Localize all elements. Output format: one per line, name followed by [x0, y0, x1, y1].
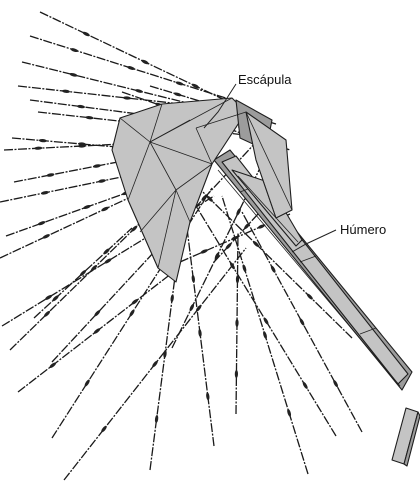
fiber-node	[62, 89, 70, 93]
fiber-node	[225, 242, 233, 250]
fiber-node	[200, 248, 209, 254]
fiber-node	[84, 379, 91, 387]
fiber-node	[206, 195, 214, 203]
fiber-node	[163, 350, 167, 358]
fiber-node	[189, 303, 195, 312]
fiber-node	[242, 264, 247, 273]
fiber-node	[206, 392, 210, 400]
fiber-node	[235, 319, 238, 327]
fiber-node	[175, 81, 184, 86]
fiber-node	[39, 139, 47, 143]
fiber-node	[235, 208, 241, 217]
fiber-node	[93, 309, 101, 317]
fiber-node	[170, 294, 174, 302]
fiber-node	[286, 409, 291, 418]
fiber-node	[46, 173, 54, 178]
fiber-node	[93, 164, 101, 169]
fiber-node	[135, 88, 144, 93]
fiber-node	[102, 248, 110, 256]
fiber-node	[257, 223, 266, 229]
fiber-node	[191, 275, 195, 283]
fiber-node	[151, 360, 158, 368]
fiber-node	[77, 104, 85, 108]
fiber-node	[141, 59, 150, 65]
fiber-node	[37, 220, 46, 226]
fiber-node	[93, 327, 101, 334]
fiber-node	[69, 72, 78, 77]
fiber-node	[41, 190, 49, 195]
fiber-node	[42, 233, 51, 239]
fiber-node	[154, 415, 158, 423]
fiber-node	[100, 425, 107, 433]
fiber-node	[85, 116, 93, 120]
distal-bone-end	[392, 408, 420, 466]
fiber-node	[98, 179, 106, 184]
fiber-node	[82, 31, 91, 37]
fiber-node	[128, 309, 135, 317]
fiber-node	[262, 331, 267, 340]
fiber-node	[123, 96, 131, 100]
fiber-node	[83, 204, 92, 210]
fiber-node	[306, 293, 314, 301]
fiber-node	[101, 206, 110, 212]
fiber-node	[70, 47, 79, 52]
fiber-node	[49, 361, 57, 368]
fiber-node	[235, 370, 238, 378]
humerus-label: Húmero	[340, 222, 386, 237]
fiber-node	[173, 92, 182, 97]
scapula-label: Escápula	[238, 72, 292, 87]
fiber-node	[127, 65, 136, 70]
fiber-node	[43, 310, 51, 318]
fiber-node	[198, 329, 202, 337]
fiber-node	[34, 146, 42, 150]
